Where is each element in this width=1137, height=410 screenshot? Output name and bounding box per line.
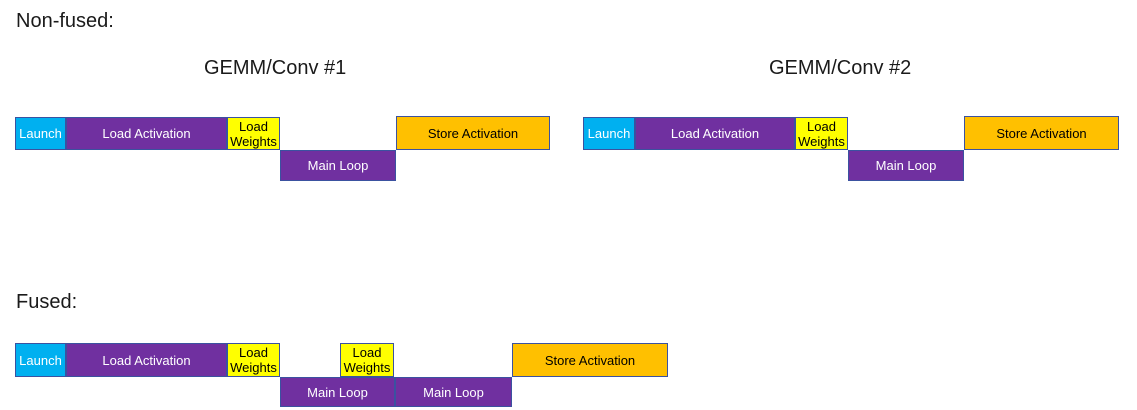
timeline-block-nonfused1-launch: Launch xyxy=(15,117,66,150)
timeline-block-nonfused1-main-loop: Main Loop xyxy=(280,150,396,181)
timeline-block-fused-store-activation: Store Activation xyxy=(512,343,668,377)
timeline-block-nonfused2-main-loop: Main Loop xyxy=(848,150,964,181)
timeline-block-fused-load-weights-2: Load Weights xyxy=(340,343,394,377)
timeline-block-nonfused1-load-activation: Load Activation xyxy=(66,117,227,150)
timeline-block-nonfused2-load-activation: Load Activation xyxy=(635,117,795,150)
timeline-block-nonfused1-load-weights: Load Weights xyxy=(227,117,280,150)
section-title-fused: Fused: xyxy=(16,291,78,313)
timeline-block-nonfused2-load-weights: Load Weights xyxy=(795,117,848,150)
timeline-block-nonfused2-store-activation: Store Activation xyxy=(964,116,1119,150)
timeline-block-nonfused2-launch: Launch xyxy=(583,117,635,150)
timeline-block-fused-load-weights-1: Load Weights xyxy=(227,343,280,377)
timeline-block-fused-main-loop-2: Main Loop xyxy=(395,377,512,407)
timeline-block-fused-main-loop-1: Main Loop xyxy=(280,377,395,407)
timeline-block-nonfused1-store-activation: Store Activation xyxy=(396,116,550,150)
kernel-title-gemm-conv-2: GEMM/Conv #2 xyxy=(769,57,912,79)
timeline-block-fused-load-activation: Load Activation xyxy=(66,343,227,377)
section-title-nonfused: Non-fused: xyxy=(16,10,114,32)
kernel-title-gemm-conv-1: GEMM/Conv #1 xyxy=(204,57,347,79)
timeline-block-fused-launch: Launch xyxy=(15,343,66,377)
